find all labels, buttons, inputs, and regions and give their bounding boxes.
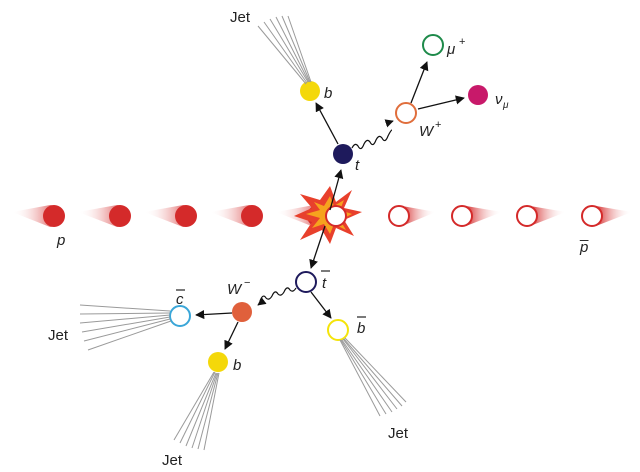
proton-beam	[12, 205, 329, 227]
label-jet-left: Jet	[48, 327, 69, 344]
label-jet-bottom-left: Jet	[162, 452, 183, 469]
label-proton: p	[56, 232, 65, 249]
w-plus-arrowhead	[384, 119, 394, 128]
anti-b-quark	[327, 319, 349, 341]
jet-top	[257, 15, 312, 85]
b-quark-top	[300, 81, 320, 101]
label-antiproton-bar: _	[579, 225, 589, 242]
label-antitop: t	[322, 275, 327, 292]
label-w-minus: W	[227, 281, 243, 298]
antiproton-3	[466, 206, 502, 226]
label-muon: μ	[446, 41, 455, 58]
b-quark-bottom	[208, 352, 228, 372]
proton-4-head	[241, 205, 263, 227]
w-plus-propagator	[351, 129, 393, 150]
antiproton-5	[596, 206, 632, 226]
proton-2-head	[109, 205, 131, 227]
antiproton-2-head	[388, 205, 410, 227]
label-b-top: b	[324, 85, 332, 102]
arrow-to-b-bottom	[224, 321, 239, 350]
antiproton-1	[325, 205, 347, 227]
antiproton-4	[530, 206, 566, 226]
muon	[422, 34, 444, 56]
anti-charm-quark	[169, 305, 191, 327]
arrow-to-neutrino	[417, 95, 465, 110]
label-w-plus-sign: +	[435, 119, 441, 131]
muon-neutrino	[468, 85, 488, 105]
jet-left	[79, 304, 172, 351]
w-minus-boson	[232, 302, 252, 322]
jet-bottom-left	[173, 371, 220, 451]
label-w-plus: W	[419, 123, 435, 140]
antiproton-beam	[325, 205, 632, 227]
proton-3-head	[175, 205, 197, 227]
label-muon-sign: +	[459, 36, 465, 48]
arrow-to-bbar	[310, 291, 332, 319]
proton-1-head	[43, 205, 65, 227]
label-cbar: c	[176, 291, 184, 308]
label-jet-bottom-right: Jet	[388, 425, 409, 442]
label-neutrino-sub: μ	[502, 100, 509, 111]
label-top: t	[355, 157, 360, 174]
label-bbar: b	[357, 320, 365, 337]
jet-bottom-right	[339, 337, 407, 417]
antiproton-3-head	[451, 205, 473, 227]
arrow-to-muon	[410, 61, 429, 104]
w-minus-propagator	[259, 287, 297, 302]
arrow-to-b-top	[315, 102, 339, 145]
label-b-bottom: b	[233, 357, 241, 374]
w-plus-boson	[395, 102, 417, 124]
anti-top-quark	[295, 271, 317, 293]
antiproton-2	[402, 206, 436, 226]
label-w-minus-sign: −	[244, 277, 250, 289]
arrow-to-antitop	[309, 225, 326, 269]
label-jet-top: Jet	[230, 9, 251, 26]
label-antiproton: p	[579, 239, 588, 256]
top-quark	[333, 144, 353, 164]
arrow-to-top	[329, 169, 344, 211]
w-minus-arrowhead	[257, 297, 267, 306]
label-neutrino: ν	[495, 91, 503, 108]
arrow-to-cbar	[195, 310, 233, 320]
antiproton-5-head	[581, 205, 603, 227]
antiproton-4-head	[516, 205, 538, 227]
